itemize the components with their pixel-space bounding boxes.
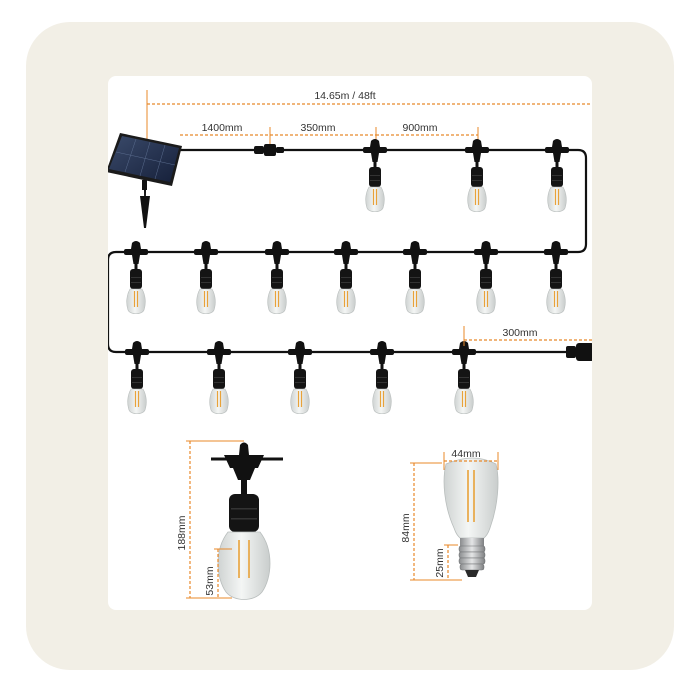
product-diagram-panel: 14.65m / 48ft 1400mm 350mm 900mm (108, 76, 592, 610)
s14-bulb-icon (362, 138, 388, 213)
s14-bulb-icon (473, 240, 499, 315)
s14-bulb-icon (206, 340, 232, 415)
socket-dimensions: 188mm 53mm (176, 440, 244, 599)
s14-bulb-icon (287, 340, 313, 415)
solar-panel-icon (108, 133, 182, 228)
s14-bulb-icon (544, 138, 570, 213)
s14-bulb-icon (543, 240, 569, 315)
bulb-dimensions: 44mm 84mm 25mm (400, 448, 499, 581)
bulb-drop-label: 53mm (204, 566, 216, 595)
socket-detail (211, 442, 283, 600)
string-light-diagram: 14.65m / 48ft 1400mm 350mm 900mm (108, 90, 592, 600)
bulb-width-label: 44mm (451, 448, 480, 460)
plug-connector-icon (566, 343, 592, 361)
lead-length-label: 1400mm (202, 122, 243, 134)
inline-connector (254, 144, 284, 156)
tail-length-label: 300mm (502, 327, 537, 339)
bulb-spacing-label: 900mm (402, 122, 437, 134)
bulb-height-label: 84mm (400, 513, 412, 542)
total-length-label: 14.65m / 48ft (314, 90, 375, 102)
socket-height-label: 188mm (176, 515, 188, 550)
bulb-detail (443, 457, 499, 577)
s14-bulb-icon (123, 240, 149, 315)
segment-dimensions: 1400mm 350mm 900mm (180, 122, 479, 147)
total-length-dimension: 14.65m / 48ft (146, 90, 592, 150)
s14-bulb-icon (464, 138, 490, 213)
s14-bulb-icon (369, 340, 395, 415)
connector-gap-label: 350mm (300, 122, 335, 134)
base-height-label: 25mm (434, 548, 446, 577)
s14-bulb-icon (264, 240, 290, 315)
s14-bulb-icon (124, 340, 150, 415)
s14-bulb-icon (402, 240, 428, 315)
s14-bulb-icon (451, 340, 477, 415)
s14-bulb-icon (333, 240, 359, 315)
tail-dimension: 300mm (463, 326, 592, 346)
s14-bulb-icon (193, 240, 219, 315)
